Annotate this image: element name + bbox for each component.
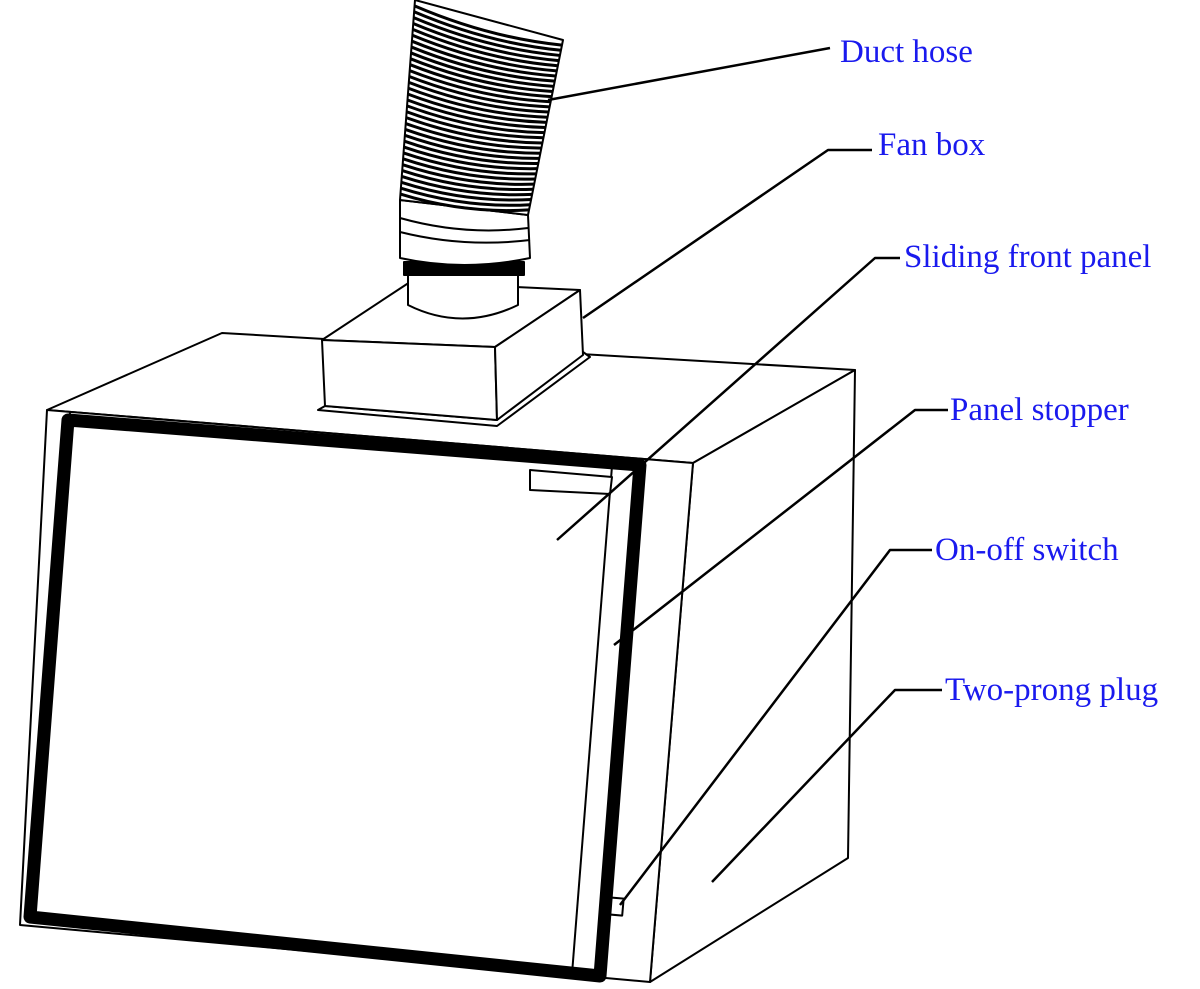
hose-rib bbox=[402, 157, 536, 181]
hose-rib bbox=[411, 39, 556, 78]
hose-rib bbox=[399, 192, 530, 213]
hose-rib bbox=[401, 169, 534, 192]
hose-rib bbox=[402, 163, 535, 186]
label-sliding-front-panel: Sliding front panel bbox=[904, 239, 1152, 275]
hose-rib bbox=[406, 110, 544, 140]
hose-rib bbox=[412, 28, 558, 68]
hose-rib bbox=[404, 133, 540, 160]
hose-rib bbox=[407, 92, 547, 124]
hose-rib bbox=[409, 63, 552, 99]
leader-lines bbox=[547, 46, 948, 906]
sliding-front-panel bbox=[23, 413, 647, 983]
hose-rib bbox=[410, 57, 553, 93]
label-panel-stopper: Panel stopper bbox=[950, 392, 1129, 428]
hose-rib bbox=[401, 175, 533, 197]
hose-rib bbox=[403, 145, 538, 171]
duct-hose bbox=[399, 0, 564, 320]
hose-rib bbox=[400, 186, 531, 207]
hose-rib bbox=[413, 10, 562, 52]
hose-rib bbox=[410, 51, 554, 88]
on-off-switch bbox=[608, 896, 625, 917]
hose-rib bbox=[406, 104, 545, 135]
hose-rib bbox=[403, 151, 537, 176]
hose-rib bbox=[413, 4, 563, 47]
hose-rib bbox=[406, 98, 546, 129]
hose-rib bbox=[404, 127, 541, 155]
hose-rib bbox=[408, 75, 550, 109]
hose-rib bbox=[411, 33, 557, 73]
hose-rib bbox=[403, 139, 539, 166]
label-fan-box: Fan box bbox=[878, 127, 986, 163]
label-two-prong-plug: Two-prong plug bbox=[945, 672, 1159, 708]
hose-rib bbox=[408, 80, 549, 114]
hose-rib bbox=[410, 45, 555, 83]
hose-rib bbox=[409, 69, 551, 104]
hose-rib bbox=[413, 16, 561, 57]
hose-rib bbox=[405, 122, 542, 150]
hose-rib bbox=[405, 116, 543, 145]
label-on-off-switch: On-off switch bbox=[935, 532, 1119, 568]
label-duct-hose: Duct hose bbox=[840, 34, 973, 70]
hose-rib bbox=[407, 86, 548, 119]
hose-rib bbox=[400, 180, 532, 202]
hose-rib bbox=[412, 22, 560, 63]
